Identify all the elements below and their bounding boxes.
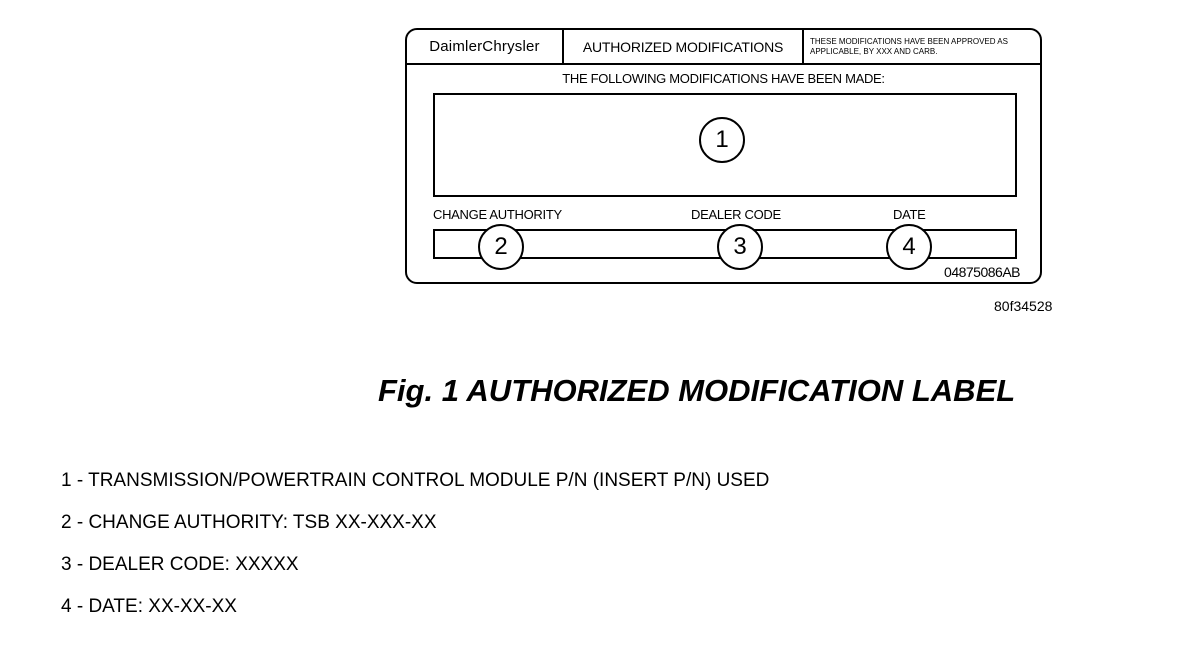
approval-note: THESE MODIFICATIONS HAVE BEEN APPROVED A… <box>810 36 1008 56</box>
brand-name: DaimlerChrysler <box>407 30 564 63</box>
figure-caption: Fig. 1 AUTHORIZED MODIFICATION LABEL <box>378 373 1016 408</box>
change-authority-label: CHANGE AUTHORITY <box>433 207 562 222</box>
dealer-code-label: DEALER CODE <box>691 207 781 222</box>
part-number: 04875086AB <box>944 264 1020 280</box>
figure-code: 80f34528 <box>994 298 1053 314</box>
date-label: DATE <box>893 207 926 222</box>
legend-list: 1 - TRANSMISSION/POWERTRAIN CONTROL MODU… <box>61 468 769 636</box>
callout-4: 4 <box>886 224 932 270</box>
legend-item-2: 2 - CHANGE AUTHORITY: TSB XX-XXX-XX <box>61 512 437 533</box>
modification-label: DaimlerChrysler AUTHORIZED MODIFICATIONS… <box>405 28 1042 284</box>
label-title: AUTHORIZED MODIFICATIONS <box>564 30 804 63</box>
modifications-box <box>433 93 1017 197</box>
modifications-heading: THE FOLLOWING MODIFICATIONS HAVE BEEN MA… <box>562 71 885 86</box>
callout-2: 2 <box>478 224 524 270</box>
callout-3: 3 <box>717 224 763 270</box>
legend-item-1: 1 - TRANSMISSION/POWERTRAIN CONTROL MODU… <box>61 470 770 491</box>
callout-1: 1 <box>699 117 745 163</box>
label-header: DaimlerChrysler AUTHORIZED MODIFICATIONS… <box>407 30 1040 65</box>
legend-item-3: 3 - DEALER CODE: XXXXX <box>61 554 299 575</box>
legend-item-4: 4 - DATE: XX-XX-XX <box>61 596 237 617</box>
